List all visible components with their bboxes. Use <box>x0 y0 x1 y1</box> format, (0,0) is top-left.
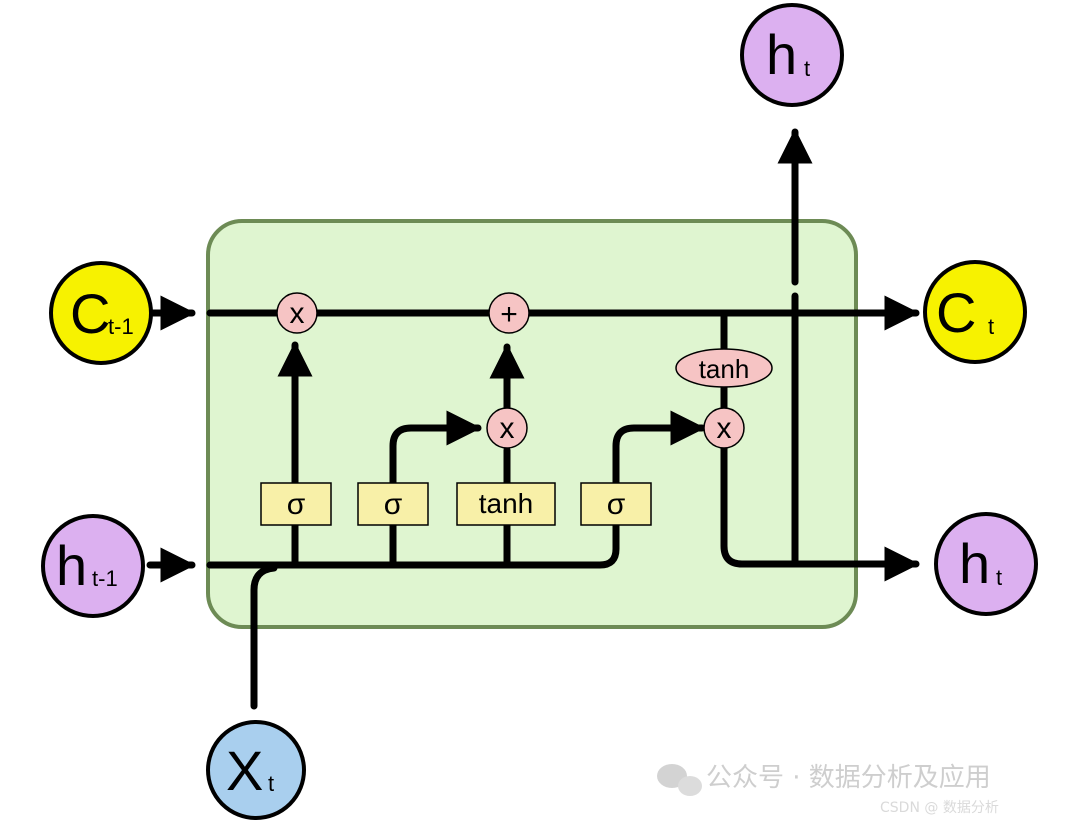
c-out-node: C t <box>923 260 1027 364</box>
output-gate-label: σ <box>607 488 626 521</box>
c-prev-sub: t-1 <box>108 314 134 339</box>
output-mult-op: x <box>703 407 745 449</box>
h-out-top-node: h t <box>740 3 844 107</box>
h-prev-main: h <box>56 534 87 597</box>
x-input-node: X t <box>206 720 306 820</box>
h-prev-sub: t-1 <box>92 566 118 591</box>
input-mult-label: x <box>500 412 515 445</box>
watermark: 公众号 · 数据分析及应用 CSDN @ 数据分析 <box>657 763 999 816</box>
c-prev-node: C t-1 <box>49 261 153 365</box>
input-gate-arrow <box>389 410 482 487</box>
c-out-sub: t <box>988 314 994 339</box>
h-prev-node: h t-1 <box>41 514 145 618</box>
x-input-line <box>250 564 278 710</box>
c-prev-main: C <box>70 282 110 345</box>
forget-mult-label: x <box>290 297 305 330</box>
h-out-right-node: h t <box>934 512 1038 616</box>
x-input-sub: t <box>268 771 274 796</box>
wechat-icon <box>657 764 702 796</box>
h-out-top-sub: t <box>804 56 810 81</box>
h-out-right-sub: t <box>996 565 1002 590</box>
output-gate: σ <box>580 482 652 526</box>
candidate-gate: tanh <box>456 482 556 526</box>
cell-tanh-label: tanh <box>699 354 750 384</box>
input-gate: σ <box>357 482 429 526</box>
c-out-main: C <box>936 281 976 344</box>
output-mult-label: x <box>717 412 732 445</box>
h-out-right-main: h <box>959 532 990 595</box>
cell-add-op: + <box>488 292 530 334</box>
h-out-top-main: h <box>766 23 797 86</box>
output-to-h-line <box>720 444 920 582</box>
hidden-bus-line <box>206 518 620 569</box>
forget-gate: σ <box>260 482 332 526</box>
output-gate-arrow <box>612 410 706 487</box>
forget-mult-op: x <box>276 292 318 334</box>
cell-add-label: + <box>500 298 518 331</box>
watermark-text: 公众号 · 数据分析及应用 <box>706 763 991 793</box>
input-gate-label: σ <box>384 488 403 521</box>
x-input-main: X <box>226 739 263 802</box>
candidate-gate-label: tanh <box>479 488 534 519</box>
forget-gate-label: σ <box>287 488 306 521</box>
input-mult-op: x <box>486 407 528 449</box>
cell-tanh-op: tanh <box>675 348 773 388</box>
watermark-small: CSDN @ 数据分析 <box>880 800 999 816</box>
